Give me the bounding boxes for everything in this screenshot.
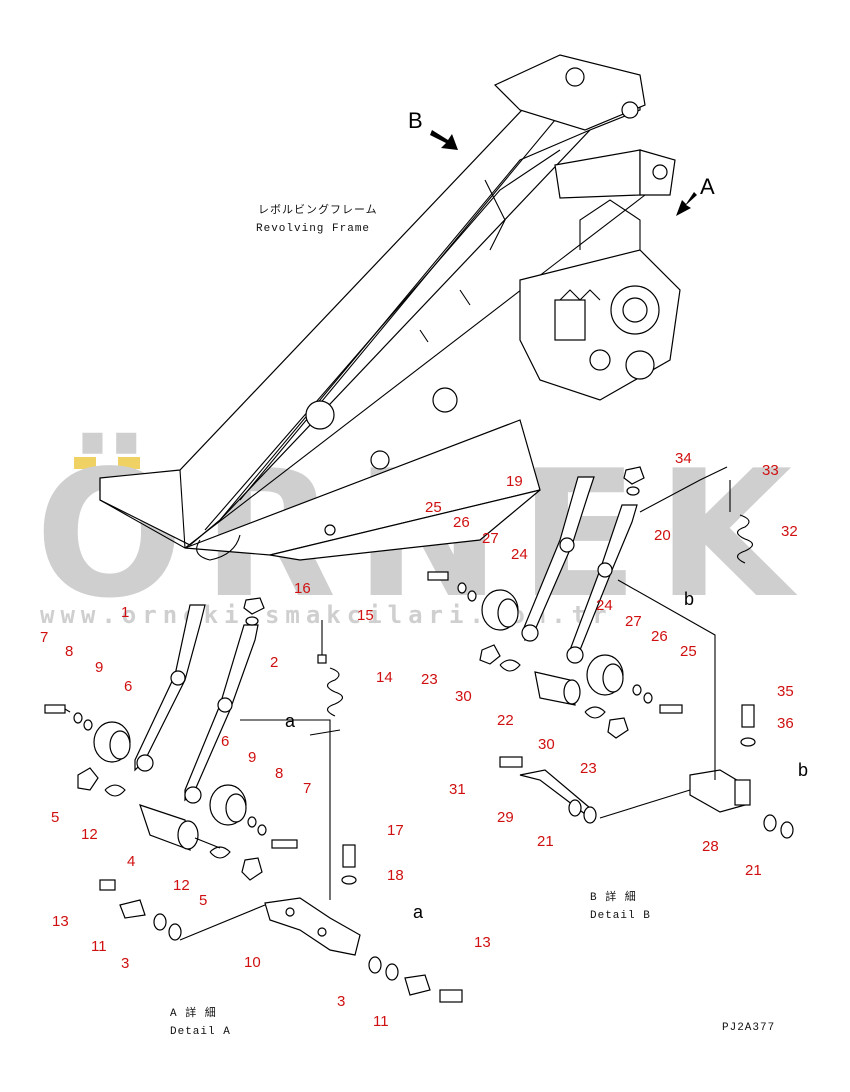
view-letter-a: A bbox=[700, 174, 715, 199]
callout-33: 33 bbox=[762, 462, 779, 479]
callout-1: 1 bbox=[121, 604, 129, 621]
view-letter-a-small-2: a bbox=[413, 902, 424, 922]
callout-19: 19 bbox=[506, 473, 523, 490]
callout-30: 30 bbox=[538, 736, 555, 753]
callout-7: 7 bbox=[40, 629, 48, 646]
callout-26: 26 bbox=[453, 514, 470, 531]
callout-21: 21 bbox=[537, 833, 554, 850]
callout-18: 18 bbox=[387, 867, 404, 884]
callout-12: 12 bbox=[81, 826, 98, 843]
callout-3: 3 bbox=[337, 993, 345, 1010]
callout-3: 3 bbox=[121, 955, 129, 972]
callout-9: 9 bbox=[248, 749, 256, 766]
callout-28: 28 bbox=[702, 838, 719, 855]
callout-4: 4 bbox=[127, 853, 135, 870]
callout-12: 12 bbox=[173, 877, 190, 894]
view-letter-b-small-1: b bbox=[684, 589, 694, 609]
callout-13: 13 bbox=[474, 934, 491, 951]
revolving-frame-drawing bbox=[99, 54, 681, 561]
detail-a-title-jp: A 詳 細 bbox=[170, 1005, 217, 1020]
callout-26: 26 bbox=[651, 628, 668, 645]
view-letter-a-small-1: a bbox=[285, 711, 296, 731]
callout-23: 23 bbox=[421, 671, 438, 688]
view-letter-b-small-2: b bbox=[798, 760, 808, 780]
callout-36: 36 bbox=[777, 715, 794, 732]
callout-5: 5 bbox=[199, 892, 207, 909]
callout-2: 2 bbox=[270, 654, 278, 671]
callout-5: 5 bbox=[51, 809, 59, 826]
detail-b-title-en: Detail B bbox=[590, 910, 651, 922]
callout-15: 15 bbox=[357, 607, 374, 624]
detail-a-drawing bbox=[44, 597, 463, 1003]
callout-25: 25 bbox=[680, 643, 697, 660]
watermark-umlaut-left bbox=[74, 457, 96, 469]
callout-21: 21 bbox=[745, 862, 762, 879]
detail-b-title-jp: B 詳 細 bbox=[590, 889, 637, 904]
callout-24: 24 bbox=[511, 546, 528, 563]
callout-8: 8 bbox=[65, 643, 73, 660]
detail-b-drawing bbox=[427, 466, 794, 839]
callout-6: 6 bbox=[124, 678, 132, 695]
view-letter-b: B bbox=[408, 108, 423, 133]
callout-20: 20 bbox=[654, 527, 671, 544]
callout-27: 27 bbox=[625, 613, 642, 630]
callout-11: 11 bbox=[373, 1013, 389, 1030]
callout-27: 27 bbox=[482, 530, 499, 547]
callout-34: 34 bbox=[675, 450, 692, 467]
frame-label-en: Revolving Frame bbox=[256, 223, 370, 235]
callouts: 1 2 3 3 4 5 5 6 6 7 7 8 8 9 9 10 11 11 1… bbox=[40, 450, 798, 1030]
callout-31: 31 bbox=[449, 781, 466, 798]
callout-22: 22 bbox=[497, 712, 514, 729]
callout-8: 8 bbox=[275, 765, 283, 782]
callout-32: 32 bbox=[781, 523, 798, 540]
detail-a-title-en: Detail A bbox=[170, 1026, 231, 1038]
callout-23: 23 bbox=[580, 760, 597, 777]
frame-label-jp: レボルビングフレーム bbox=[258, 202, 378, 217]
callout-25: 25 bbox=[425, 499, 442, 516]
view-arrow-b: B bbox=[408, 108, 458, 150]
callout-14: 14 bbox=[376, 669, 393, 686]
view-arrow-a: A bbox=[676, 174, 715, 216]
callout-6: 6 bbox=[221, 733, 229, 750]
callout-30: 30 bbox=[455, 688, 472, 705]
callout-29: 29 bbox=[497, 809, 514, 826]
callout-17: 17 bbox=[387, 822, 404, 839]
drawing-code: PJ2A377 bbox=[722, 1022, 775, 1034]
callout-11: 11 bbox=[91, 938, 107, 955]
callout-7: 7 bbox=[303, 780, 311, 797]
callout-35: 35 bbox=[777, 683, 794, 700]
callout-16: 16 bbox=[294, 580, 311, 597]
callout-13: 13 bbox=[52, 913, 69, 930]
callout-24: 24 bbox=[596, 597, 613, 614]
watermark-umlaut-right bbox=[118, 457, 140, 469]
callout-9: 9 bbox=[95, 659, 103, 676]
callout-10: 10 bbox=[244, 954, 261, 971]
